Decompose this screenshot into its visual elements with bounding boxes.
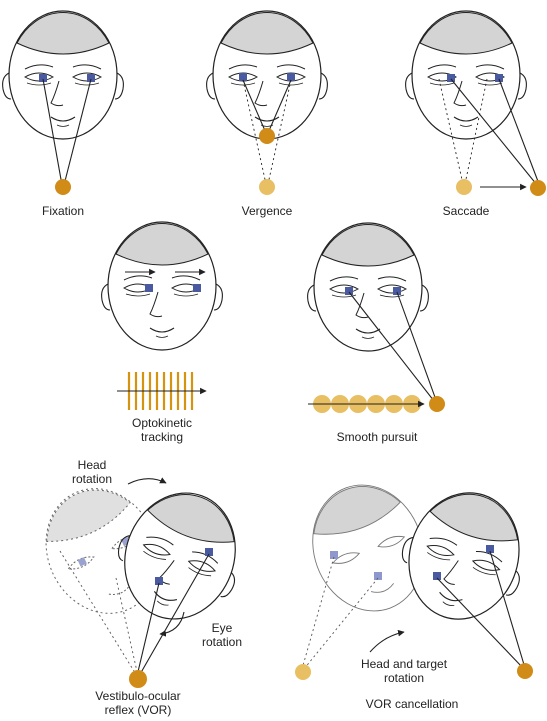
- target-near-dot: [259, 128, 275, 144]
- rotated-head: [386, 475, 542, 637]
- optokinetic-panel: Optokinetic tracking: [100, 221, 223, 444]
- target-end-dot: [517, 663, 533, 679]
- target-far-dot: [259, 179, 275, 195]
- ghost-right-iris: [374, 572, 382, 580]
- left-iris: [239, 73, 247, 81]
- target-dot: [129, 670, 147, 688]
- gaze-line-right: [63, 78, 92, 186]
- target-end-dot: [530, 180, 546, 196]
- label-vor-cancellation: VOR cancellation: [366, 697, 459, 711]
- label-vergence: Vergence: [242, 204, 293, 218]
- label-eye-rotation-2: rotation: [202, 635, 242, 649]
- smooth-pursuit-panel: Smooth pursuit: [307, 222, 445, 444]
- label-head-rotation-1: Head: [78, 458, 107, 472]
- right-iris: [193, 284, 201, 292]
- gaze-line-left: [348, 291, 435, 402]
- label-optokinetic-2: tracking: [141, 430, 183, 444]
- label-vor-2: reflex (VOR): [105, 703, 172, 717]
- gaze-line-near-right: [267, 79, 292, 134]
- left-iris: [39, 74, 47, 82]
- vergence-panel: Vergence: [206, 10, 328, 218]
- target-start-dot: [295, 664, 311, 680]
- label-head-target-2: rotation: [384, 671, 424, 685]
- new-gaze-right: [498, 78, 540, 185]
- label-head-rotation-2: rotation: [72, 472, 112, 486]
- eye-rotation-arrow: [159, 611, 185, 637]
- left-iris: [433, 572, 441, 580]
- gaze-line-left: [436, 577, 524, 669]
- vor-panel: Head rotation Eye rotation Vestibulo-ocu…: [45, 458, 260, 717]
- ghost-head: [312, 484, 424, 612]
- right-iris: [287, 73, 295, 81]
- head-target-rotation-arrow: [369, 629, 405, 653]
- label-smooth-pursuit: Smooth pursuit: [337, 430, 418, 444]
- gaze-line-left: [136, 582, 160, 677]
- gaze-line-right: [138, 553, 210, 677]
- gaze-line-right: [489, 550, 526, 669]
- label-eye-rotation-1: Eye: [212, 621, 233, 635]
- left-iris: [145, 284, 153, 292]
- fixation-panel: Fixation: [1, 10, 125, 218]
- right-iris: [205, 548, 213, 556]
- right-iris: [393, 287, 401, 295]
- saccade-panel: Saccade: [405, 10, 546, 218]
- vor-cancellation-panel: Head and target rotation VOR cancellatio…: [295, 475, 542, 711]
- target-start-dot: [456, 179, 472, 195]
- label-optokinetic-1: Optokinetic: [132, 416, 192, 430]
- label-fixation: Fixation: [42, 204, 84, 218]
- ghost-gaze-right: [115, 577, 139, 677]
- gaze-line-right: [396, 291, 437, 401]
- left-iris: [345, 287, 353, 295]
- right-iris: [486, 545, 494, 553]
- right-iris: [87, 74, 95, 82]
- label-vor-1: Vestibulo-ocular: [95, 689, 180, 703]
- gaze-line-left: [42, 78, 63, 186]
- ghost-left-iris: [330, 551, 338, 559]
- target-dot: [429, 396, 445, 412]
- label-saccade: Saccade: [443, 204, 490, 218]
- left-iris: [447, 74, 455, 82]
- gaze-line-near-left: [242, 79, 267, 134]
- right-iris: [495, 74, 503, 82]
- label-head-target-1: Head and target: [361, 657, 448, 671]
- left-iris: [155, 577, 163, 585]
- target-dot: [55, 179, 71, 195]
- head-rotation-arrow: [127, 477, 167, 485]
- new-gaze-left: [450, 78, 538, 186]
